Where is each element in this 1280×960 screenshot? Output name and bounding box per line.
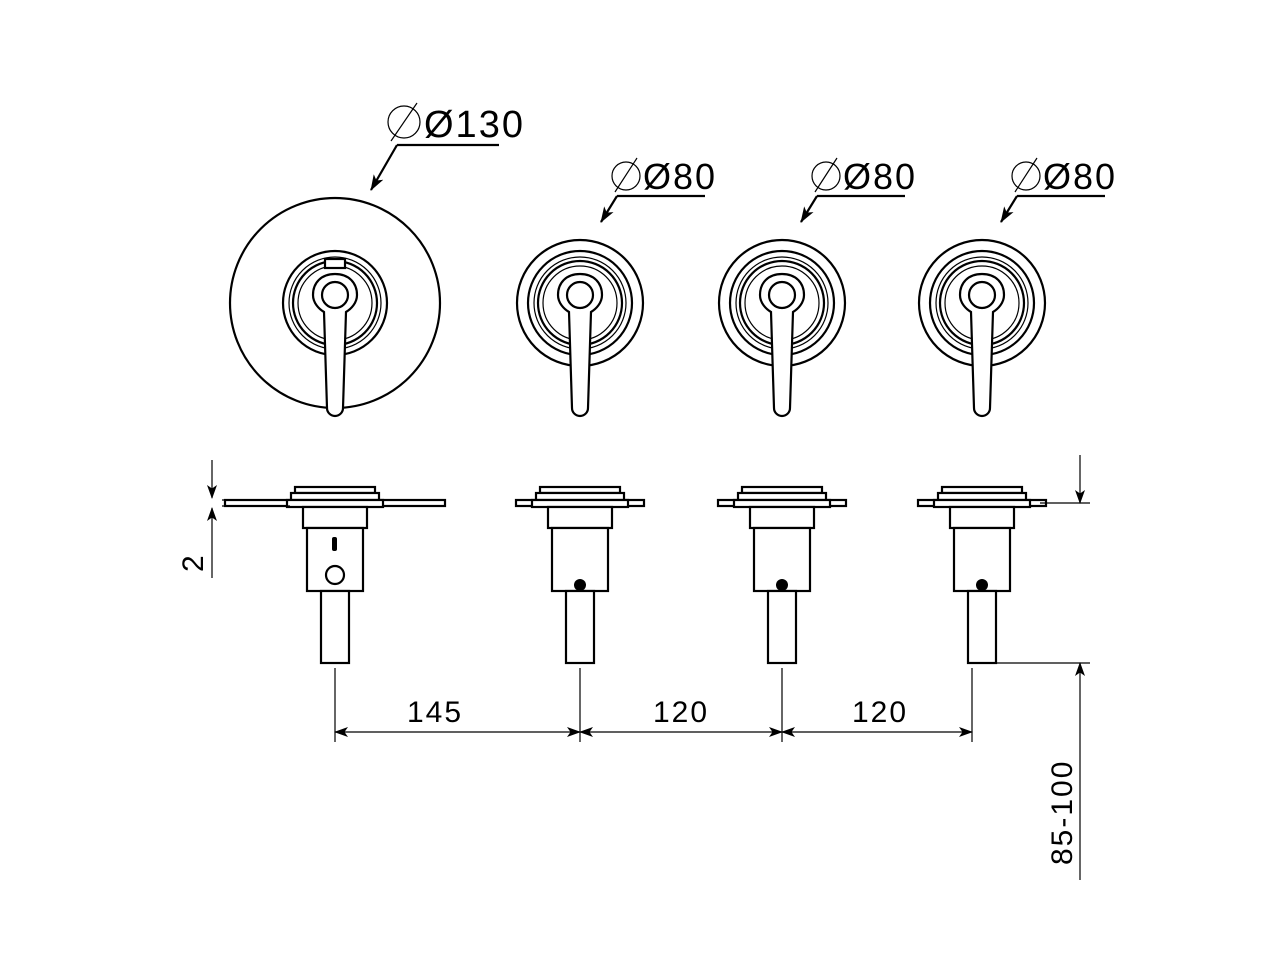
callout-80-c-text: Ø80 [1043,156,1117,197]
diameter-symbol-slash [814,157,838,193]
valve-2-lever-hub [565,280,595,310]
callout-80-a-leader [600,195,618,223]
section-2-stem [564,589,596,665]
diameter-symbol-slash [614,157,638,193]
valve-1-index-notch [323,257,347,270]
callout-80-c-leader [1000,195,1018,223]
dim-text-145: 145 [407,696,463,729]
section-4-collar [948,505,1016,530]
thickness-dim-text: 2 [177,553,210,572]
section-1-collar [301,505,369,530]
section-2-port-dot [574,579,586,591]
section-3-port-dot [776,579,788,591]
section-2-collar [546,505,614,530]
callout-130: Ø130 [370,102,525,191]
valve-4-lever-handle[interactable] [958,272,1006,418]
depth-dim-text: 85-100 [1046,760,1079,865]
dim-text-120-b: 120 [852,696,908,729]
diameter-symbol [1011,161,1041,191]
diameter-symbol-slash [1014,157,1038,193]
diameter-symbol [387,105,421,139]
section-1-port-circle [324,564,346,586]
valve-1-lever-handle[interactable] [311,272,359,418]
plan-valve-3 [717,238,847,418]
section-view-row [223,485,1048,665]
valve-2-lever-outline [556,272,604,418]
callout-80-b: Ø80 [800,156,917,223]
valve-3-lever-hub [767,280,797,310]
section-body-2 [514,485,646,665]
dimension-plate-thickness: 2 [177,460,290,578]
valve-2-lever-handle[interactable] [556,272,604,418]
diameter-symbol-slash [390,102,418,142]
section-4-port-dot [976,579,988,591]
valve-4-lever-outline [958,272,1006,418]
callout-80-b-text: Ø80 [843,156,917,197]
section-3-stem [766,589,798,665]
plan-valve-4 [917,238,1047,418]
plan-view-row [228,196,1047,418]
diameter-symbol [811,161,841,191]
section-4-stem [966,589,998,665]
valve-3-lever-outline [758,272,806,418]
plan-valve-1 [228,196,442,418]
valve-4-lever-hub [967,280,997,310]
valve-1-lever-hub [320,280,350,310]
section-3-collar [748,505,816,530]
dimension-horizontal-chain: 145 120 120 [334,668,973,742]
section-body-3 [716,485,848,665]
diameter-symbol [611,161,641,191]
dim-text-120-a: 120 [653,696,709,729]
section-body-1 [223,485,447,665]
section-1-stem [319,589,351,665]
callout-130-text: Ø130 [424,104,525,146]
dimension-depth-range: 85-100 [996,455,1090,880]
valve-1-lever-outline [311,272,359,418]
callout-80-c: Ø80 [1000,156,1117,223]
plan-valve-2 [515,238,645,418]
section-1-slot-mark [332,537,337,551]
callout-80-a-text: Ø80 [643,156,717,197]
callout-130-leader [370,144,398,191]
section-body-4 [916,485,1048,665]
callout-80-a: Ø80 [600,156,717,223]
callout-80-b-leader [800,195,818,223]
valve-3-lever-handle[interactable] [758,272,806,418]
